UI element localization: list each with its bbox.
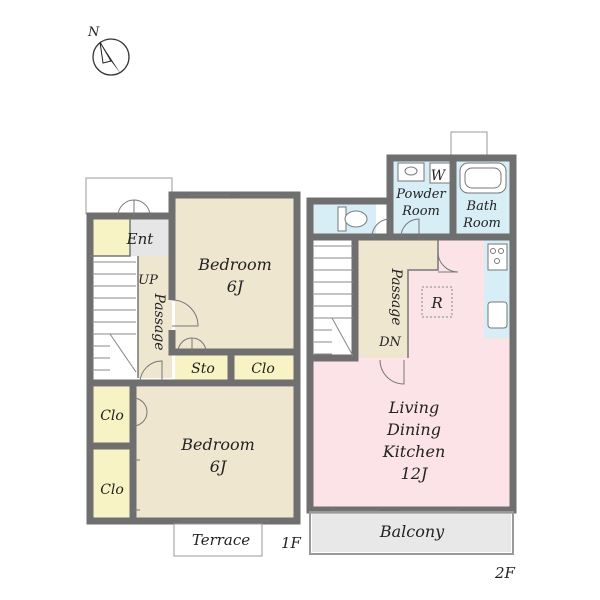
bedroom-bottom-name: Bedroom: [180, 435, 255, 454]
ldk-door: [379, 359, 405, 385]
bath-room-label-2: Room: [462, 216, 501, 231]
burner-1: [490, 248, 496, 254]
staircase-2f: [314, 245, 354, 357]
front-door-swing-left: [117, 199, 135, 217]
ldk-label-1: Living: [388, 398, 439, 417]
closet-b-label: Clo: [100, 408, 124, 424]
entrance-label: Ent: [126, 230, 155, 248]
bedroom-top-name: Bedroom: [197, 255, 272, 274]
ldk-floor: [312, 240, 511, 508]
sink-bowl: [404, 166, 418, 176]
toilet-door: [371, 218, 391, 238]
front-door-swing-right: [133, 199, 151, 217]
floor-1-level-label: 1F: [281, 534, 302, 552]
storage-floor: [175, 354, 229, 380]
bathtub-inner: [464, 167, 502, 189]
balcony-label: Balcony: [379, 522, 445, 541]
toilet-bowl: [344, 210, 368, 228]
up-label: UP: [138, 273, 158, 288]
floor-2: W Powder Room Bath Room Passage DN R Liv…: [306, 131, 517, 582]
washer-label: W: [431, 168, 447, 184]
closet-c-label: Clo: [100, 482, 124, 498]
closet-c-doors: [133, 459, 140, 511]
outer-wall-1f: [86, 191, 301, 525]
staircase-1f: [92, 261, 137, 373]
floor-2-level-label: 2F: [494, 564, 516, 582]
balcony-floor: [312, 514, 511, 552]
entrance-floor: [130, 218, 172, 256]
staircase-2f-floor: [312, 240, 356, 358]
bedroom-bottom-door: [139, 360, 163, 384]
bedroom-top-door: [171, 299, 199, 327]
powder-room-door: [400, 218, 420, 238]
passage-2f-label: Passage: [388, 267, 404, 325]
powder-room-label-1: Powder: [395, 187, 446, 202]
closet-c-floor: [90, 448, 132, 518]
bedroom-bottom-size: 6J: [210, 457, 228, 476]
kitchen-sink: [487, 301, 508, 329]
closet-a-floor: [233, 354, 295, 380]
ldk-label-3: Kitchen: [382, 442, 446, 461]
floor-1: Ent UP Passage Bedroom 6J Sto Clo Clo Cl…: [85, 177, 302, 557]
closet-b-doors: [132, 397, 148, 427]
bedroom-bottom-floor: [135, 387, 295, 518]
passage-2f-door: [437, 251, 459, 273]
washer-box: [429, 162, 451, 184]
passage-1f-label: Passage: [151, 292, 167, 350]
wall-bedroom-south: [168, 330, 297, 356]
down-label: DN: [378, 335, 401, 350]
wall-stair-2f: [310, 237, 359, 362]
passage-2f-top-floor: [356, 240, 438, 270]
closet-a-label: Clo: [251, 361, 275, 377]
compass-ring: [92, 38, 130, 76]
compass-needle-light: [99, 41, 112, 64]
balcony-outline: [309, 511, 514, 555]
compass-needle-dark: [100, 42, 121, 74]
entry-porch: [85, 177, 173, 215]
bedroom-top-size: 6J: [227, 277, 245, 296]
storage-door: [177, 337, 207, 353]
north-label: N: [87, 25, 100, 40]
storage-label: Sto: [191, 361, 215, 377]
bathtub: [459, 162, 507, 194]
sink-counter: [397, 162, 425, 182]
closet-b-floor: [90, 387, 132, 444]
ldk-size: 12J: [401, 464, 429, 483]
passage-1f-floor: [138, 256, 172, 378]
fridge-label: R: [430, 294, 442, 312]
ldk-label-2: Dining: [386, 420, 441, 439]
terrace-label: Terrace: [192, 531, 250, 549]
compass: N: [87, 25, 130, 76]
burner-2: [498, 248, 504, 254]
passage-2f-floor: [356, 270, 408, 358]
bath-room-label-1: Bath: [466, 199, 498, 214]
bedroom-top-floor: [175, 197, 295, 352]
powder-room-label-2: Room: [401, 204, 440, 219]
burner-3: [494, 258, 500, 264]
stove: [487, 243, 508, 271]
terrace-outline: [173, 523, 263, 557]
fridge-space: [421, 286, 453, 318]
entrance-step: [90, 218, 131, 257]
entry-closet-floor: [90, 218, 130, 256]
